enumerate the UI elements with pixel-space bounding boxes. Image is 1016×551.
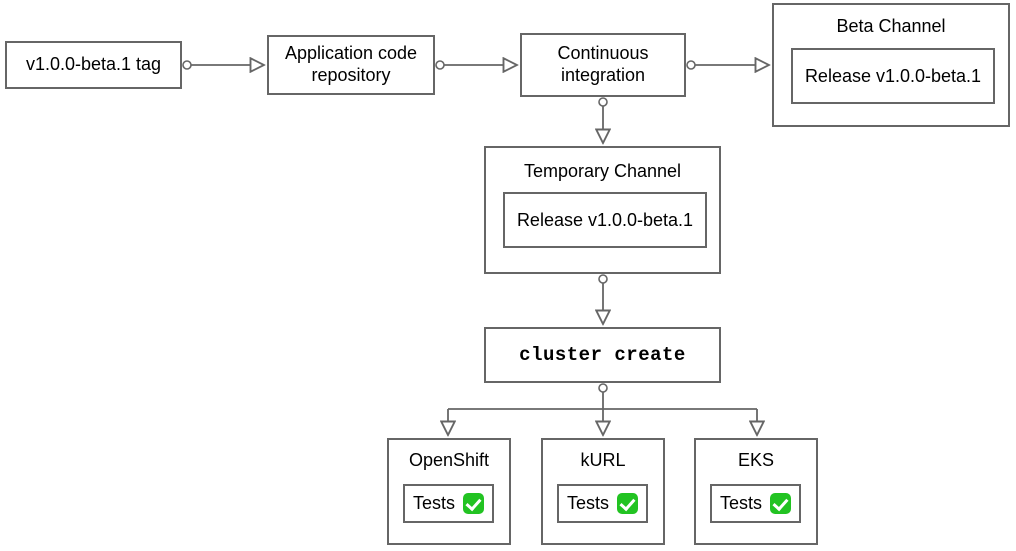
group-openshift-title: OpenShift [408, 450, 490, 470]
edge-ci-to-temporary-channel [599, 97, 607, 143]
edge-repo-to-ci [435, 61, 517, 69]
node-tag[interactable]: v1.0.0-beta.1 tag [5, 41, 182, 89]
kurl-tests-box[interactable]: Tests [557, 484, 648, 523]
green-check-icon [617, 493, 638, 514]
green-check-icon [770, 493, 791, 514]
node-repository-label-line2: repository [311, 65, 391, 85]
edge-temporary-channel-to-cluster-create [599, 274, 607, 324]
group-beta-channel-title: Beta Channel [836, 16, 946, 36]
node-tag-label: v1.0.0-beta.1 tag [25, 54, 162, 75]
group-openshift[interactable]: OpenShift Tests [387, 438, 511, 545]
node-continuous-integration[interactable]: Continuous integration [520, 33, 686, 97]
eks-tests-box[interactable]: Tests [710, 484, 801, 523]
green-check-icon [463, 493, 484, 514]
temporary-channel-release-label: Release v1.0.0-beta.1 [516, 209, 694, 230]
group-eks-title: EKS [737, 450, 775, 470]
edge-cluster-create-fork [448, 383, 757, 435]
beta-channel-release-label: Release v1.0.0-beta.1 [804, 65, 982, 86]
group-kurl[interactable]: kURL Tests [541, 438, 665, 545]
node-repository-label: Application code repository [285, 43, 417, 86]
node-ci-label-line2: integration [560, 65, 646, 85]
temporary-channel-release-box[interactable]: Release v1.0.0-beta.1 [503, 192, 707, 248]
openshift-tests-label: Tests [412, 493, 455, 513]
node-ci-label: Continuous integration [557, 43, 648, 86]
edge-ci-to-beta-channel [686, 61, 769, 69]
group-temporary-channel[interactable]: Temporary Channel Release v1.0.0-beta.1 [484, 146, 721, 274]
node-cluster-create-label: cluster create [519, 343, 686, 366]
group-kurl-title: kURL [580, 450, 626, 470]
openshift-tests-box[interactable]: Tests [403, 484, 494, 523]
group-eks[interactable]: EKS Tests [694, 438, 818, 545]
edge-tag-to-repo [182, 61, 264, 69]
node-application-code-repository[interactable]: Application code repository [267, 35, 435, 95]
node-ci-label-line1: Continuous [557, 43, 649, 64]
kurl-tests-label: Tests [566, 493, 609, 513]
beta-channel-release-box[interactable]: Release v1.0.0-beta.1 [791, 48, 995, 104]
eks-tests-label: Tests [719, 493, 762, 513]
node-repository-label-line1: Application code [284, 43, 418, 64]
group-beta-channel[interactable]: Beta Channel Release v1.0.0-beta.1 [772, 3, 1010, 127]
node-cluster-create[interactable]: cluster create [484, 327, 721, 383]
group-temporary-channel-title: Temporary Channel [523, 161, 682, 181]
